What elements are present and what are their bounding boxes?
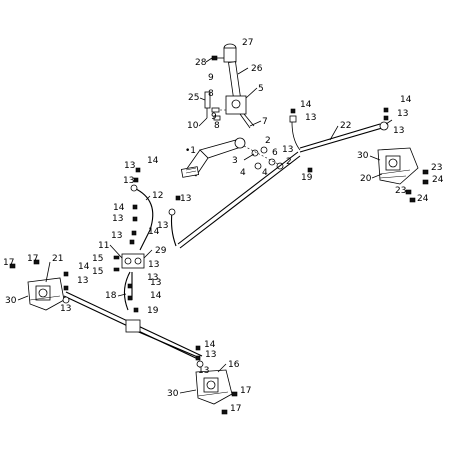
callout-1: 28 <box>195 58 207 68</box>
callout-47: 13 <box>147 273 158 283</box>
callout-53: 30 <box>5 296 17 306</box>
callout-10: 7 <box>262 117 268 127</box>
callout-48: 17 <box>3 258 14 268</box>
callout-57: 18 <box>105 291 117 301</box>
callout-43: 29 <box>155 246 167 256</box>
callout-35: 12 <box>152 191 163 201</box>
right-caliper <box>377 107 429 203</box>
callout-33: 14 <box>147 156 159 166</box>
brake-lines <box>63 121 389 361</box>
brake-pedal <box>180 137 284 178</box>
callout-52: 13 <box>77 276 88 286</box>
callout-26: 19 <box>301 173 313 183</box>
callout-21: 13 <box>282 145 293 155</box>
callout-39: 14 <box>148 227 160 237</box>
line-clamp <box>125 283 141 333</box>
callout-9: 8 <box>214 121 220 131</box>
callout-42: 11 <box>98 241 109 251</box>
master-cylinder-assembly <box>204 43 255 129</box>
callout-0: 27 <box>242 38 253 48</box>
callout-18: 2 <box>265 136 271 146</box>
callout-15: 13 <box>397 109 408 119</box>
callout-19: 3 <box>232 156 238 166</box>
callout-44: 15 <box>92 254 103 264</box>
callout-13: 22 <box>340 121 351 131</box>
callout-3: 9 <box>208 73 214 83</box>
callout-25: 30 <box>357 151 369 161</box>
callout-55: 13 <box>150 278 161 288</box>
callout-36: 13 <box>180 194 191 204</box>
callout-65: 17 <box>230 404 241 414</box>
callout-49: 17 <box>27 254 38 264</box>
callout-7: 9 <box>211 112 217 122</box>
callout-62: 16 <box>228 360 240 370</box>
left-caliper <box>9 259 70 311</box>
callout-31: 24 <box>417 194 429 204</box>
leader-lines <box>17 57 393 394</box>
callout-51: 14 <box>78 262 90 272</box>
callout-40: 13 <box>111 231 122 241</box>
callout-63: 30 <box>167 389 179 399</box>
callout-8: 10 <box>187 121 199 131</box>
callout-34: 13 <box>123 176 134 186</box>
callout-6: 8 <box>208 89 214 99</box>
center-tee-block <box>113 167 181 272</box>
callout-16: 13 <box>393 126 404 136</box>
callout-24: 2 <box>286 157 292 167</box>
callout-2: 26 <box>251 64 263 74</box>
master-cylinder-hardware <box>289 108 313 173</box>
callout-59: 14 <box>204 340 216 350</box>
callout-12: 13 <box>305 113 316 123</box>
rear-caliper <box>195 345 238 415</box>
callout-61: 13 <box>198 366 209 376</box>
callout-30: 23 <box>395 186 406 196</box>
callout-50: 21 <box>52 254 63 264</box>
callout-22: 4 <box>240 168 246 178</box>
callout-20: 6 <box>272 148 278 158</box>
callout-14: 14 <box>400 95 412 105</box>
callout-32: 13 <box>124 161 135 171</box>
callout-64: 17 <box>240 386 251 396</box>
callout-37: 14 <box>113 203 125 213</box>
callout-27: 20 <box>360 174 372 184</box>
callout-58: 19 <box>147 306 159 316</box>
callout-17: •1 <box>185 146 196 156</box>
callout-45: 13 <box>148 260 159 270</box>
callout-28: 23 <box>431 163 442 173</box>
callout-29: 24 <box>432 175 444 185</box>
callout-60: 13 <box>205 350 216 360</box>
callout-54: 13 <box>60 304 71 314</box>
callout-46: 15 <box>92 267 103 277</box>
callout-23: 4 <box>262 168 268 178</box>
callout-4: 5 <box>258 84 264 94</box>
callout-56: 14 <box>150 291 162 301</box>
callout-38: 13 <box>112 214 123 224</box>
callout-11: 14 <box>300 100 312 110</box>
callout-5: 25 <box>188 93 199 103</box>
callout-41: 13 <box>157 221 168 231</box>
